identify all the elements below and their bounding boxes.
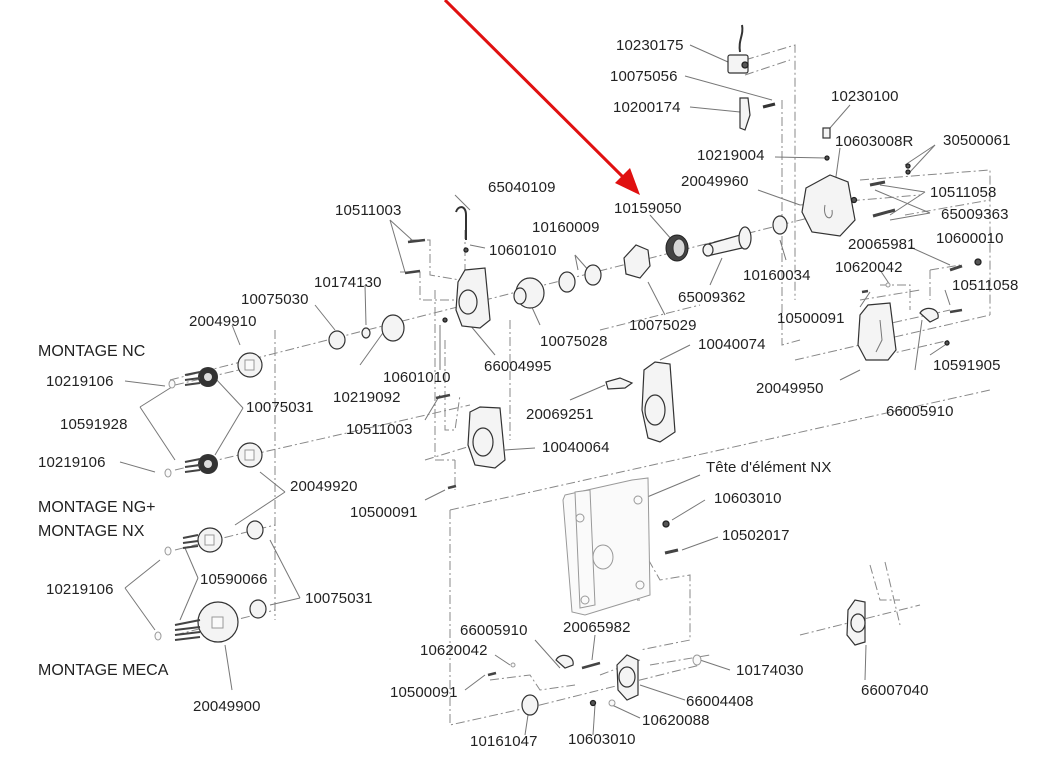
part-label: 10500091 <box>390 684 458 701</box>
part-label: 10075056 <box>610 68 678 85</box>
part-label: 10601010 <box>489 242 557 259</box>
part-label: 66004408 <box>686 693 754 710</box>
part-label: 66007040 <box>861 682 929 699</box>
section-label-montage-ngplus: MONTAGE NG+ <box>38 499 156 516</box>
part-label: 10075030 <box>241 291 309 308</box>
part-label: 10511058 <box>930 184 997 201</box>
part-label: 10161047 <box>470 733 538 750</box>
part-label: 65040109 <box>488 179 556 196</box>
part-shapes <box>154 24 982 716</box>
part-label: 20049950 <box>756 380 824 397</box>
part-label: 10601010 <box>383 369 451 386</box>
part-label: 10230175 <box>616 37 684 54</box>
part-label: 65009363 <box>941 206 1009 223</box>
part-label: 65009362 <box>678 289 746 306</box>
section-label-montage-meca: MONTAGE MECA <box>38 662 169 679</box>
part-label: 10511058 <box>952 277 1019 294</box>
part-label: 10603008R <box>835 133 914 150</box>
part-label: 10620042 <box>420 642 488 659</box>
part-label: 10200174 <box>613 99 681 116</box>
part-label: 66005910 <box>460 622 528 639</box>
part-label: 10590066 <box>200 571 268 588</box>
part-label: 66004995 <box>484 358 552 375</box>
part-label: 10591928 <box>60 416 128 433</box>
part-label: 20065981 <box>848 236 916 253</box>
part-label: 10075028 <box>540 333 608 350</box>
part-label: 10500091 <box>350 504 418 521</box>
part-label: 30500061 <box>943 132 1011 149</box>
part-label: 10591905 <box>933 357 1001 374</box>
head-label: Tête d'élément NX <box>706 459 832 476</box>
part-label: 10040074 <box>698 336 766 353</box>
part-label target-part-label: 10159050 <box>614 200 682 217</box>
part-label: 10075031 <box>305 590 373 607</box>
part-label: 66005910 <box>886 403 954 420</box>
part-label: 10219092 <box>333 389 401 406</box>
part-label: 10219106 <box>46 373 114 390</box>
pointer-arrow <box>443 0 640 195</box>
section-label-montage-nx: MONTAGE NX <box>38 523 145 540</box>
part-label: 20069251 <box>526 406 594 423</box>
part-label: 10502017 <box>722 527 790 544</box>
part-label: 10075029 <box>629 317 697 334</box>
part-label: 20049960 <box>681 173 749 190</box>
part-label: 20049900 <box>193 698 261 715</box>
part-label: 10511003 <box>346 421 413 438</box>
part-label: 10219004 <box>697 147 765 164</box>
part-label: 10600010 <box>936 230 1004 247</box>
part-label: 10219106 <box>38 454 106 471</box>
part-label: 10511003 <box>335 202 402 219</box>
part-label: 20065982 <box>563 619 631 636</box>
part-label: 10219106 <box>46 581 114 598</box>
part-label: 10500091 <box>777 310 845 327</box>
section-label-montage-nc: MONTAGE NC <box>38 343 146 360</box>
part-label: 10040064 <box>542 439 610 456</box>
part-label: 20049920 <box>290 478 358 495</box>
part-label: 10603010 <box>714 490 782 507</box>
leader-lines <box>119 44 991 736</box>
part-label: 10230100 <box>831 88 899 105</box>
part-label: 10620088 <box>642 712 710 729</box>
part-label: 10160034 <box>743 267 811 284</box>
part-label: 20049910 <box>189 313 257 330</box>
part-label: 10174030 <box>736 662 804 679</box>
part-label: 10075031 <box>246 399 314 416</box>
part-label: 10160009 <box>532 219 600 236</box>
part-label: 10174130 <box>314 274 382 291</box>
part-label: 10620042 <box>835 259 903 276</box>
part-label: 10603010 <box>568 731 636 748</box>
